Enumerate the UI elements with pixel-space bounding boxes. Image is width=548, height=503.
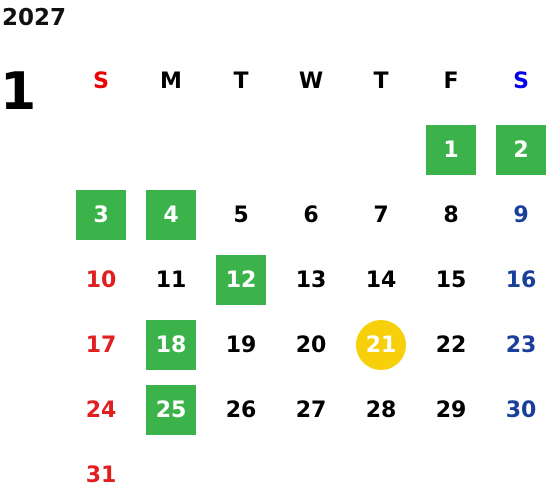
day-cell[interactable]: 27 [295, 397, 327, 423]
day-cell[interactable]: 5 [233, 202, 249, 228]
day-cell[interactable]: 6 [303, 202, 319, 228]
day-cell[interactable]: 14 [365, 267, 397, 293]
day-cell[interactable]: 9 [513, 202, 529, 228]
day-cell[interactable]: 29 [435, 397, 467, 423]
weekday-header: T [233, 68, 249, 94]
day-cell[interactable]: 1 [426, 125, 476, 175]
day-cell[interactable]: 25 [146, 385, 196, 435]
year-label: 2027 [2, 5, 67, 31]
day-cell[interactable]: 30 [505, 397, 537, 423]
month-number: 1 [0, 62, 37, 122]
day-cell[interactable]: 20 [295, 332, 327, 358]
day-cell[interactable]: 23 [505, 332, 537, 358]
weekday-header: M [160, 68, 182, 94]
day-cell[interactable]: 11 [155, 267, 187, 293]
day-cell[interactable]: 26 [225, 397, 257, 423]
day-cell[interactable]: 22 [435, 332, 467, 358]
day-cell[interactable]: 10 [85, 267, 117, 293]
day-cell[interactable]: 13 [295, 267, 327, 293]
day-cell[interactable]: 3 [76, 190, 126, 240]
weekday-header: S [513, 68, 529, 94]
day-cell[interactable]: 15 [435, 267, 467, 293]
day-cell[interactable]: 7 [373, 202, 389, 228]
day-cell[interactable]: 24 [85, 397, 117, 423]
day-cell-today[interactable]: 21 [356, 320, 406, 370]
day-cell[interactable]: 28 [365, 397, 397, 423]
weekday-header: F [443, 68, 459, 94]
weekday-header: W [298, 68, 324, 94]
day-cell[interactable]: 4 [146, 190, 196, 240]
day-cell[interactable]: 8 [443, 202, 459, 228]
day-cell[interactable]: 17 [85, 332, 117, 358]
day-cell[interactable]: 18 [146, 320, 196, 370]
weekday-header: T [373, 68, 389, 94]
day-cell[interactable]: 31 [85, 462, 117, 488]
day-cell[interactable]: 2 [496, 125, 546, 175]
day-cell[interactable]: 16 [505, 267, 537, 293]
day-cell[interactable]: 12 [216, 255, 266, 305]
day-cell[interactable]: 19 [225, 332, 257, 358]
weekday-header: S [93, 68, 109, 94]
